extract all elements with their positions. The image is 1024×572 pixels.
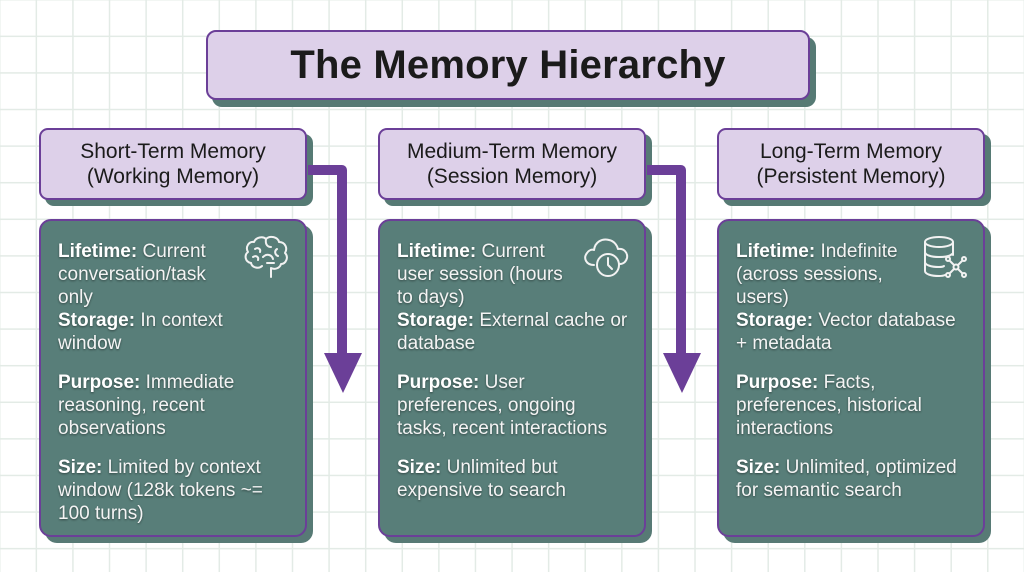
cloud-clock-icon bbox=[584, 238, 629, 277]
short-term-card: Lifetime: Current conversation/task only… bbox=[39, 219, 307, 537]
heading-line1: Long-Term Memory bbox=[759, 140, 943, 163]
size-field: Size: Unlimited, optimized for semantic … bbox=[736, 457, 957, 501]
flow-arrow-medium-to-long bbox=[647, 165, 701, 393]
storage-field: Storage: Vector database + metadata bbox=[736, 310, 956, 354]
heading-line2: (Session Memory) bbox=[426, 165, 598, 188]
lifetime-field: Lifetime: Current user session (hours to… bbox=[397, 241, 563, 308]
heading-line1: Short-Term Memory bbox=[80, 140, 266, 163]
heading-line1: Medium-Term Memory bbox=[406, 140, 618, 163]
diagram-title: The Memory Hierarchy bbox=[290, 42, 726, 87]
storage-field: Storage: External cache or database bbox=[397, 310, 628, 354]
purpose-field: Purpose: User preferences, ongoing tasks… bbox=[397, 372, 608, 439]
purpose-field: Purpose: Facts, preferences, historical … bbox=[736, 372, 922, 439]
long-term-card: Lifetime: Indefinite (across sessions, u… bbox=[717, 219, 985, 537]
flow-arrow-short-to-medium bbox=[308, 165, 362, 393]
title-banner: The Memory Hierarchy bbox=[206, 30, 810, 100]
storage-field: Storage: In context window bbox=[58, 310, 223, 354]
database-network-icon bbox=[924, 236, 967, 278]
brain-icon bbox=[244, 235, 288, 278]
heading-line2: (Working Memory) bbox=[86, 165, 260, 188]
purpose-field: Purpose: Immediate reasoning, recent obs… bbox=[58, 372, 235, 439]
short-term-heading: Short-Term Memory (Working Memory) bbox=[39, 128, 307, 200]
lifetime-field: Lifetime: Current conversation/task only bbox=[58, 241, 206, 308]
size-field: Size: Unlimited but expensive to search bbox=[397, 457, 566, 501]
lifetime-field: Lifetime: Indefinite (across sessions, u… bbox=[736, 241, 898, 308]
heading-line2: (Persistent Memory) bbox=[756, 165, 946, 188]
medium-term-card: Lifetime: Current user session (hours to… bbox=[378, 219, 646, 537]
long-term-heading: Long-Term Memory (Persistent Memory) bbox=[717, 128, 985, 200]
medium-term-heading: Medium-Term Memory (Session Memory) bbox=[378, 128, 646, 200]
size-field: Size: Limited by context window (128k to… bbox=[58, 457, 263, 524]
